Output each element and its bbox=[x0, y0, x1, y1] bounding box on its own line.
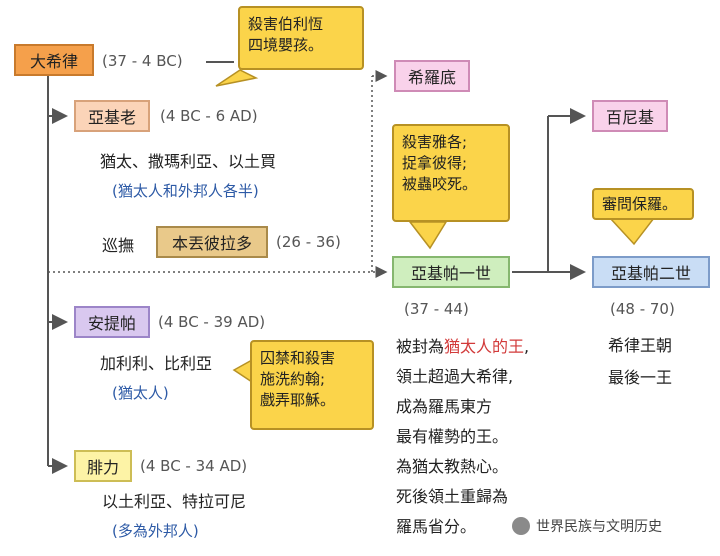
agrippa1-line-2: 領土超過大希律, bbox=[396, 367, 514, 386]
antipas-box: 安提帕 bbox=[74, 306, 150, 338]
agrippa2-box: 亞基帕二世 bbox=[592, 256, 710, 288]
herod-box: 大希律 bbox=[14, 44, 94, 76]
archelaus-dates: (4 BC - 6 AD) bbox=[160, 107, 258, 125]
agrippa1-line-7: 羅馬省分。 bbox=[396, 517, 477, 536]
agrippa1-dates: (37 - 44) bbox=[404, 300, 469, 318]
agrippa1-line-5: 為猶太教熱心。 bbox=[396, 457, 509, 476]
archelaus-people: (猶太人和外邦人各半) bbox=[112, 182, 259, 200]
bernice-name: 百尼基 bbox=[605, 108, 654, 127]
philip-box: 腓力 bbox=[74, 450, 132, 482]
agrippa2-desc-1: 希律王朝 bbox=[608, 336, 673, 355]
antipas-regions: 加利利、比利亞 bbox=[100, 354, 213, 373]
governor-label: 巡撫 bbox=[102, 236, 135, 255]
watermark: 世界民族与文明历史 bbox=[512, 516, 662, 536]
agrippa2-name: 亞基帕二世 bbox=[610, 264, 691, 283]
watermark-text: 世界民族与文明历史 bbox=[536, 519, 662, 535]
wechat-icon bbox=[512, 517, 530, 535]
herodias-name: 希羅底 bbox=[407, 68, 456, 87]
herodias-box: 希羅底 bbox=[394, 60, 470, 92]
agrippa1-line-3: 成為羅馬東方 bbox=[396, 397, 493, 416]
archelaus-box: 亞基老 bbox=[74, 100, 150, 132]
antipas-dates: (4 BC - 39 AD) bbox=[158, 313, 266, 331]
antipas-note: 囚禁和殺害 施洗約翰; 戲弄耶穌。 bbox=[250, 340, 374, 430]
agrippa1-line-1: 被封為猶太人的王, bbox=[396, 337, 530, 356]
agrippa2-note: 審問保羅。 bbox=[592, 188, 694, 220]
agrippa1-description: 被封為猶太人的王, 領土超過大希律, 成為羅馬東方 最有權勢的王。 為猶太教熱心… bbox=[396, 332, 529, 542]
pilate-name: 本丟彼拉多 bbox=[171, 234, 252, 253]
herod-name: 大希律 bbox=[29, 52, 78, 71]
agrippa1-box: 亞基帕一世 bbox=[392, 256, 510, 288]
agrippa1-name: 亞基帕一世 bbox=[410, 264, 491, 283]
antipas-people: (猶太人) bbox=[112, 384, 169, 402]
archelaus-regions: 猶太、撒瑪利亞、以土買 bbox=[100, 152, 277, 171]
herod-dates: (37 - 4 BC) bbox=[102, 52, 183, 70]
agrippa1-note: 殺害雅各; 捉拿彼得; 被蟲咬死。 bbox=[392, 124, 510, 222]
philip-dates: (4 BC - 34 AD) bbox=[140, 457, 248, 475]
herod-note: 殺害伯利恆 四境嬰孩。 bbox=[238, 6, 364, 70]
bernice-box: 百尼基 bbox=[592, 100, 668, 132]
pilate-box: 本丟彼拉多 bbox=[156, 226, 268, 258]
antipas-name: 安提帕 bbox=[87, 314, 136, 333]
philip-regions: 以土利亞、特拉可尼 bbox=[102, 492, 247, 511]
pilate-dates: (26 - 36) bbox=[276, 233, 341, 251]
archelaus-name: 亞基老 bbox=[87, 108, 136, 127]
agrippa1-line-4: 最有權勢的王。 bbox=[396, 427, 509, 446]
philip-people: (多為外邦人) bbox=[112, 522, 199, 540]
agrippa1-line-6: 死後領土重歸為 bbox=[396, 487, 509, 506]
agrippa2-dates: (48 - 70) bbox=[610, 300, 675, 318]
agrippa2-desc-2: 最後一王 bbox=[608, 368, 673, 387]
philip-name: 腓力 bbox=[86, 458, 119, 477]
